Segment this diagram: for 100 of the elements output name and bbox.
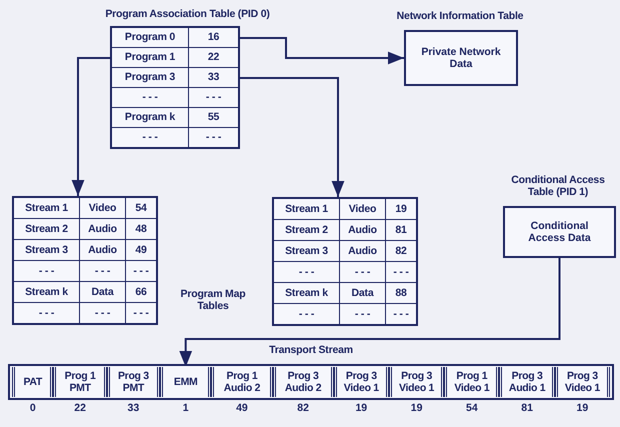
table-cell: - - - <box>112 128 188 147</box>
table-cell: Data <box>80 282 125 302</box>
table-cell: Program k <box>112 108 188 127</box>
table-cell: - - - <box>274 304 339 324</box>
table-row <box>274 304 416 324</box>
table-row <box>14 198 156 219</box>
table-cell: - - - <box>80 261 125 281</box>
table-row <box>14 303 156 323</box>
packet: Prog 1 PMT <box>53 367 107 397</box>
data-box: Conditional Access Data <box>503 206 616 258</box>
packet: Prog 3 Video 1 <box>388 367 444 397</box>
table-row <box>274 283 416 304</box>
transport-stream <box>8 344 614 400</box>
table-cell: - - - <box>340 262 385 282</box>
table-row <box>274 241 416 262</box>
packet: PAT <box>12 367 54 397</box>
table-title: Program Association Table (PID 0) <box>104 8 271 20</box>
packet: Prog 3 Video 1 <box>334 367 389 397</box>
table-cell: 19 <box>386 199 416 219</box>
pid-number: 82 <box>296 402 310 414</box>
pid-number: 22 <box>73 402 87 414</box>
table-cell: Data <box>340 283 385 303</box>
table-cell: - - - <box>14 303 79 323</box>
table-cell: Audio <box>80 219 125 239</box>
packet: Prog 3 PMT <box>106 367 160 397</box>
arrow <box>72 57 112 196</box>
table-cell: 16 <box>189 28 238 47</box>
table-cell: 22 <box>189 48 238 67</box>
table-row <box>112 48 238 68</box>
pid-number: 19 <box>576 402 590 414</box>
packet: Prog 3 Audio 2 <box>272 367 334 397</box>
table-cell: - - - <box>80 303 125 323</box>
pid-number: 54 <box>465 402 479 414</box>
table-row <box>274 220 416 241</box>
table-cell: Stream k <box>14 282 79 302</box>
table-cell: 33 <box>189 68 238 87</box>
table-cell: 55 <box>189 108 238 127</box>
table-row <box>112 108 238 128</box>
packet: Prog 3 Video 1 <box>554 367 610 397</box>
table-row <box>14 240 156 261</box>
table-cell: Stream 1 <box>14 198 79 218</box>
table-cell: Program 3 <box>112 68 188 87</box>
packet: EMM <box>160 367 212 397</box>
arrow <box>238 77 344 197</box>
pid-number: 81 <box>520 402 534 414</box>
table-title: Network Information Table <box>396 10 524 22</box>
table-row <box>14 282 156 303</box>
pid-number: 0 <box>28 402 37 414</box>
table-cell: Stream 3 <box>14 240 79 260</box>
table-row <box>14 261 156 282</box>
table-cell: 48 <box>126 219 156 239</box>
table-cell: - - - <box>274 262 339 282</box>
table-cell: 82 <box>386 241 416 261</box>
table-cell: Stream 3 <box>274 241 339 261</box>
table-title: Conditional Access Table (PID 1) <box>510 174 606 198</box>
table-cell: - - - <box>189 128 238 147</box>
table-cell: 66 <box>126 282 156 302</box>
table-cell: Stream 2 <box>14 219 79 239</box>
table-row <box>112 128 238 147</box>
stream-title: Transport Stream <box>268 344 354 356</box>
pid-number: 33 <box>126 402 140 414</box>
packet: Prog 1 Audio 2 <box>211 367 273 397</box>
pid-number: 1 <box>182 402 190 414</box>
table-cell: - - - <box>189 88 238 107</box>
program-map-table <box>272 197 418 326</box>
table-cell: - - - <box>14 261 79 281</box>
table-cell: - - - <box>340 304 385 324</box>
table-row <box>112 28 238 48</box>
arrow <box>179 258 560 367</box>
pid-number: 19 <box>354 402 368 414</box>
packet: Prog 3 Audio 1 <box>499 367 555 397</box>
arrow <box>238 37 404 64</box>
table-cell: 88 <box>386 283 416 303</box>
pid-number: 49 <box>235 402 249 414</box>
table-cell: Audio <box>80 240 125 260</box>
program-map-table <box>12 196 158 325</box>
table-cell: - - - <box>386 304 416 324</box>
table-caption: Program Map Tables <box>180 288 246 312</box>
table-cell: 54 <box>126 198 156 218</box>
table-cell: Program 1 <box>112 48 188 67</box>
table-cell: - - - <box>126 261 156 281</box>
pid-number: 19 <box>410 402 424 414</box>
table-cell: Stream k <box>274 283 339 303</box>
table-row <box>112 88 238 108</box>
table-cell: Stream 2 <box>274 220 339 240</box>
table-cell: - - - <box>126 303 156 323</box>
table-row <box>274 262 416 283</box>
table-cell: Video <box>340 199 385 219</box>
table-cell: Audio <box>340 220 385 240</box>
table-cell: Video <box>80 198 125 218</box>
packet: Prog 1 Video 1 <box>444 367 500 397</box>
table-row <box>112 68 238 88</box>
table-cell: - - - <box>386 262 416 282</box>
table-cell: 81 <box>386 220 416 240</box>
table-cell: - - - <box>112 88 188 107</box>
table-cell: Audio <box>340 241 385 261</box>
table-cell: 49 <box>126 240 156 260</box>
table-row <box>14 219 156 240</box>
table-cell: Stream 1 <box>274 199 339 219</box>
data-box: Private Network Data <box>404 30 518 86</box>
